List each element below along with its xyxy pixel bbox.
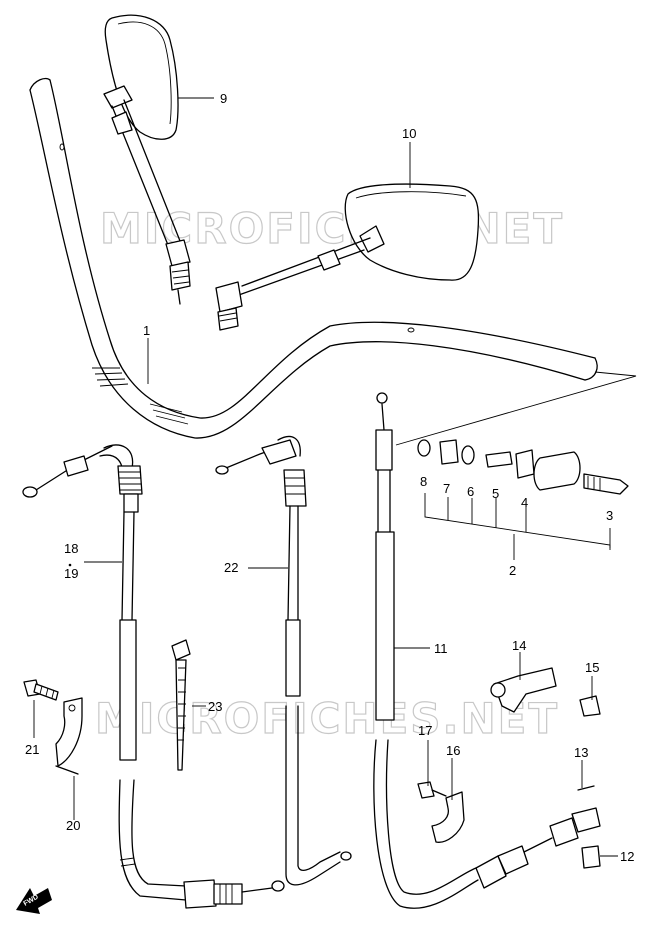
cable-tie [171,639,191,771]
cable-11 [373,392,601,909]
callout-17: 17 [418,723,432,738]
callout-19: 19 [64,566,78,581]
left-mirror [103,14,191,305]
callout-20: 20 [66,818,80,833]
callout-12: 12 [620,849,634,864]
clamp-16 [431,791,465,843]
right-mirror [215,183,480,331]
callout-11: 11 [434,641,448,656]
watermark-bottom: MICROFICHES.NET [95,694,559,743]
callout-2: 2 [509,563,516,578]
weight-2 [533,451,581,491]
bush-4 [515,449,535,479]
callout-7: 7 [443,481,450,496]
callout-1: 1 [143,323,150,338]
callout-4: 4 [521,495,528,510]
bracket-parts [417,667,601,869]
bolt-12 [581,845,601,869]
callout-23: 23 [208,699,222,714]
bracket-14 [493,667,557,713]
callout-10: 10 [402,126,416,141]
pin-13 [577,785,595,791]
handlebar [29,77,637,446]
bolt-17 [417,781,435,799]
bolt-15 [579,695,601,717]
washer-8 [417,439,431,457]
fwd-arrow-icon: FWD [16,888,52,914]
callout-9: 9 [220,91,227,106]
callout-3: 3 [606,508,613,523]
callout-8: 8 [420,474,427,489]
callout-numbers: 1 2 3 4 5 6 7 8 9 10 11 12 13 14 15 16 1… [25,91,634,864]
cable-clamp [23,679,83,775]
bolt-3 [583,473,629,495]
spacer-7 [439,439,459,465]
callout-15: 15 [585,660,599,675]
spacer-set [417,439,629,560]
callout-16: 16 [446,743,460,758]
washer-6 [461,445,475,465]
callout-18: 18 [64,541,78,556]
callout-5: 5 [492,486,499,501]
callout-14: 14 [512,638,526,653]
cable-22 [215,435,352,886]
callout-6: 6 [467,484,474,499]
throttle-cable [22,444,285,909]
collar-5 [485,451,513,468]
leader-lines [33,97,618,857]
callout-21: 21 [25,742,39,757]
callout-22: 22 [224,560,238,575]
callout-13: 13 [574,745,588,760]
